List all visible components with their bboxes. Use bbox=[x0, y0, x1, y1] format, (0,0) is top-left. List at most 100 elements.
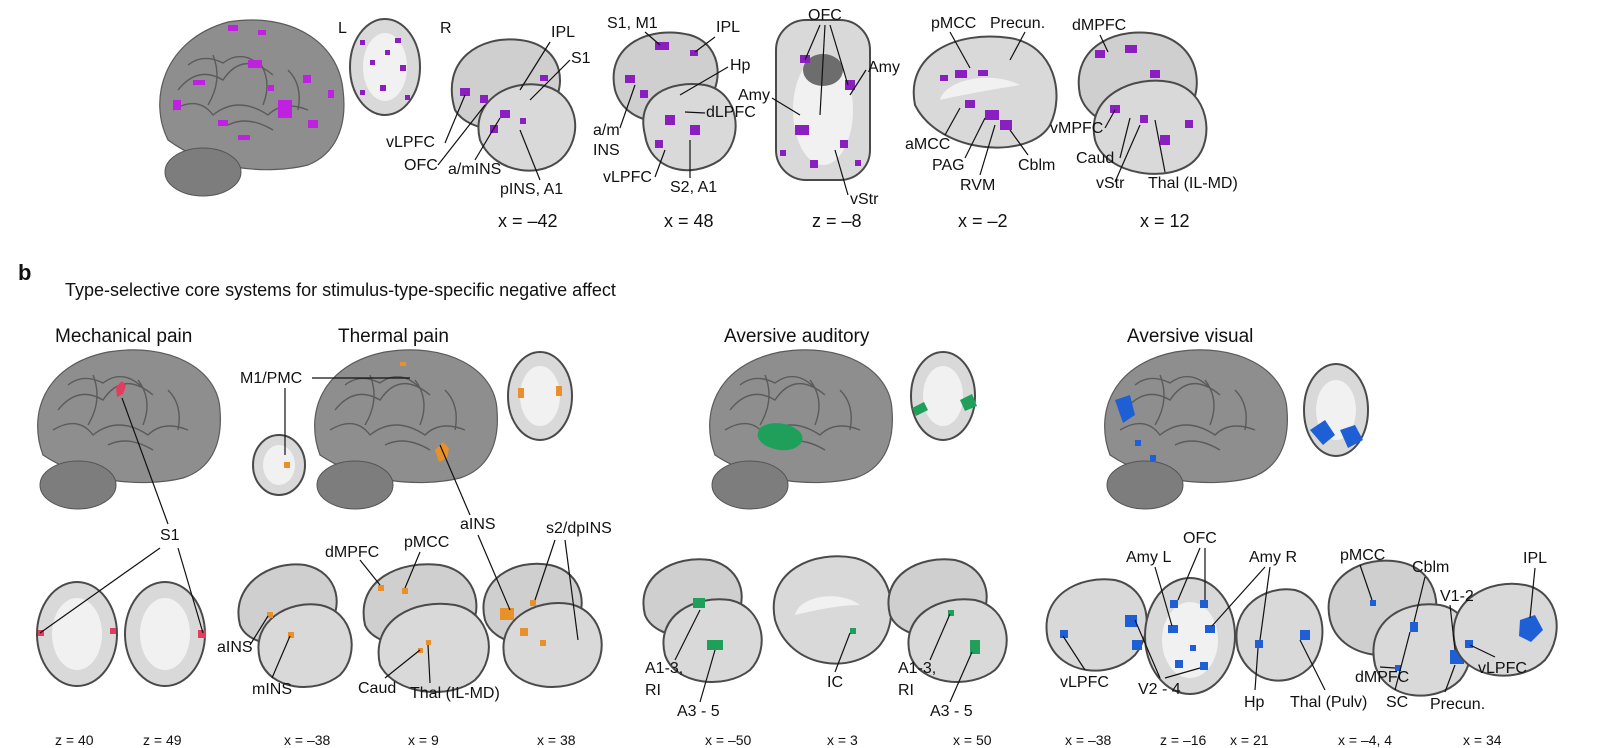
b-label-v12: V1-2 bbox=[1440, 588, 1474, 605]
b-label-thal: Thal (IL-MD) bbox=[410, 685, 500, 702]
b-coord-3: x = –38 bbox=[284, 732, 331, 748]
panel-b: b Type-selective core systems for stimul… bbox=[18, 260, 1558, 748]
a-leaders-2 bbox=[619, 31, 729, 178]
category-auditory: Aversive auditory bbox=[724, 326, 870, 347]
b-leaders-auditory bbox=[674, 609, 973, 703]
a-label-ipl2: IPL bbox=[716, 19, 740, 36]
a-leaders-1 bbox=[437, 41, 571, 181]
b-label-amyr: Amy R bbox=[1249, 549, 1297, 566]
b-leaders-mech bbox=[39, 397, 204, 634]
auditory-sagittal-x-50 bbox=[642, 558, 763, 683]
b-label-a13-2: A1-3, bbox=[898, 660, 936, 677]
label-right: R bbox=[440, 20, 452, 37]
panel-a-sagittal-x-42 bbox=[450, 38, 577, 172]
mechanical-3d-brain bbox=[37, 349, 221, 510]
visual-medial-pair bbox=[1327, 559, 1473, 697]
a-label-pmcc: pMCC bbox=[931, 15, 976, 32]
auditory-3d-brain bbox=[709, 349, 893, 510]
a-label-pag: PAG bbox=[932, 157, 965, 174]
b-coord-5: x = 38 bbox=[537, 732, 576, 748]
a-leaders-5 bbox=[1099, 34, 1166, 183]
panel-a-medial-x12 bbox=[1077, 31, 1208, 175]
a-label-vstr2: vStr bbox=[1096, 175, 1125, 192]
visual-sagittal-x-38 bbox=[1045, 578, 1148, 672]
b-label-ipl: IPL bbox=[1523, 550, 1547, 567]
b-leaders-m1 bbox=[284, 377, 410, 455]
visual-axial-z-16 bbox=[1144, 577, 1236, 695]
a-label-thal: Thal (IL-MD) bbox=[1148, 175, 1238, 192]
category-visual: Aversive visual bbox=[1127, 326, 1253, 347]
panel-a-medial-x-2 bbox=[912, 35, 1058, 149]
thermal-top-axial bbox=[252, 434, 306, 496]
a-coord-4: x = –2 bbox=[958, 211, 1008, 231]
b-label-amyl: Amy L bbox=[1126, 549, 1171, 566]
a-coord-2: x = 48 bbox=[664, 211, 714, 231]
b-label-dmpfc2: dMPFC bbox=[1355, 669, 1409, 686]
panel-a: L R IPL S1 vLPFC OFC a/mINS bbox=[159, 7, 1238, 231]
b-coord-9: x = –38 bbox=[1065, 732, 1112, 748]
panel-b-letter: b bbox=[18, 260, 31, 285]
a-label-dmpfc: dMPFC bbox=[1072, 17, 1126, 34]
a-coord-3: z = –8 bbox=[812, 211, 862, 231]
b-label-thalpulv: Thal (Pulv) bbox=[1290, 694, 1367, 711]
b-leaders-thermal bbox=[249, 444, 579, 684]
b-coord-13: x = 34 bbox=[1463, 732, 1502, 748]
label-left: L bbox=[338, 20, 347, 37]
b-label-a35-2: A3 - 5 bbox=[930, 703, 973, 720]
b-label-m1pmc: M1/PMC bbox=[240, 370, 302, 387]
b-label-pmcc2: pMCC bbox=[1340, 547, 1385, 564]
b-label-ofc: OFC bbox=[1183, 530, 1217, 547]
b-label-sc: SC bbox=[1386, 694, 1408, 711]
a-label-s1: S1 bbox=[571, 50, 591, 67]
b-label-caud: Caud bbox=[358, 680, 396, 697]
mechanical-axial-z40 bbox=[36, 581, 118, 687]
b-label-ains2: aINS bbox=[217, 639, 253, 656]
a-label-vlpfc2: vLPFC bbox=[603, 169, 652, 186]
a-label-s1m1: S1, M1 bbox=[607, 15, 658, 32]
a-label-amy: Amy bbox=[868, 59, 900, 76]
auditory-sagittal-x50 bbox=[887, 558, 1008, 683]
b-label-dmpfc: dMPFC bbox=[325, 544, 379, 561]
a-coord-1: x = –42 bbox=[498, 211, 558, 231]
visual-axial-small bbox=[1303, 363, 1369, 457]
b-coord-4: x = 9 bbox=[408, 732, 439, 748]
a-label-vstr: vStr bbox=[850, 191, 879, 208]
panel-b-title: Type-selective core systems for stimulus… bbox=[65, 280, 616, 300]
a-label-pins-a1: pINS, A1 bbox=[500, 181, 563, 198]
thermal-sagittal-x38 bbox=[482, 562, 603, 688]
b-label-s1: S1 bbox=[160, 527, 180, 544]
b-label-ri-1: RI bbox=[645, 682, 661, 699]
b-coord-11: x = 21 bbox=[1230, 732, 1269, 748]
b-label-cblm: Cblm bbox=[1412, 559, 1449, 576]
panel-a-sagittal-x48 bbox=[612, 31, 737, 172]
b-coord-6: x = –50 bbox=[705, 732, 752, 748]
a-label-dlpfc: dLPFC bbox=[706, 104, 756, 121]
b-coord-8: x = 50 bbox=[953, 732, 992, 748]
b-label-mins: mINS bbox=[252, 681, 292, 698]
a-label-am: a/m bbox=[593, 122, 620, 139]
a-label-ofc: OFC bbox=[404, 157, 438, 174]
panel-a-3d-brain bbox=[159, 19, 345, 197]
a-label-ins: INS bbox=[593, 142, 620, 159]
visual-3d-brain bbox=[1104, 349, 1288, 510]
a-label-precun: Precun. bbox=[990, 15, 1045, 32]
b-coord-12: x = –4, 4 bbox=[1338, 732, 1392, 748]
b-coord-1: z = 40 bbox=[55, 732, 94, 748]
thermal-3d-brain bbox=[314, 349, 498, 510]
b-label-pmcc: pMCC bbox=[404, 534, 449, 551]
b-label-ains: aINS bbox=[460, 516, 496, 533]
a-label-vmpfc: vMPFC bbox=[1050, 120, 1103, 137]
b-label-vlpfc: vLPFC bbox=[1060, 674, 1109, 691]
category-thermal: Thermal pain bbox=[338, 326, 449, 347]
a-label-caud: Caud bbox=[1076, 150, 1114, 167]
a-label-amins: a/mINS bbox=[448, 161, 501, 178]
a-label-hp: Hp bbox=[730, 57, 751, 74]
thermal-sagittal-x-38 bbox=[237, 563, 353, 688]
b-label-v24: V2 - 4 bbox=[1138, 681, 1181, 698]
auditory-axial-small bbox=[910, 351, 977, 441]
a-label-cblm: Cblm bbox=[1018, 157, 1055, 174]
panel-a-axial-slice bbox=[349, 18, 421, 116]
a-leaders-3 bbox=[771, 24, 867, 196]
b-label-a13-1: A1-3, bbox=[645, 660, 683, 677]
